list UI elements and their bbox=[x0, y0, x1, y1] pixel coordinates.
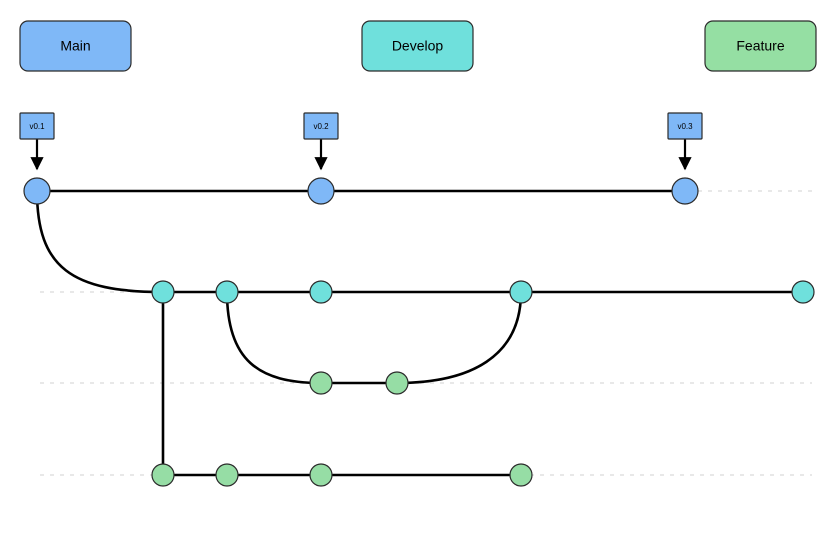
branch-edge-d2-to-f1 bbox=[225, 291, 322, 385]
version-tag-v0.3[interactable]: v0.3 bbox=[667, 112, 703, 171]
commit-node-main-m3[interactable] bbox=[671, 177, 699, 205]
commit-node-feature-b-g1[interactable] bbox=[151, 463, 175, 487]
commit-node-feature-b-g4[interactable] bbox=[509, 463, 533, 487]
tag-box-v0.2[interactable] bbox=[303, 112, 339, 140]
branch-edge-m1-to-d1 bbox=[35, 190, 164, 294]
legend-box-develop[interactable] bbox=[361, 20, 474, 72]
commit-node-develop-d3[interactable] bbox=[309, 280, 333, 304]
commit-node-main-m2[interactable] bbox=[307, 177, 335, 205]
tag-label-v0.1: v0.1 bbox=[29, 122, 45, 131]
version-tag-v0.1[interactable]: v0.1 bbox=[19, 112, 55, 171]
version-tag-group: v0.1 v0.2 v0.3 bbox=[19, 112, 703, 171]
legend-box-feature[interactable] bbox=[704, 20, 817, 72]
tag-box-v0.1[interactable] bbox=[19, 112, 55, 140]
tag-label-v0.3: v0.3 bbox=[677, 122, 693, 131]
lane-guide-group bbox=[40, 190, 812, 476]
commit-node-feature-b-g2[interactable] bbox=[215, 463, 239, 487]
legend-group: Main Develop Feature bbox=[19, 20, 817, 72]
legend-item-feature[interactable]: Feature bbox=[704, 20, 817, 72]
tag-box-v0.3[interactable] bbox=[667, 112, 703, 140]
legend-label-main: Main bbox=[60, 38, 90, 54]
version-tag-v0.2[interactable]: v0.2 bbox=[303, 112, 339, 171]
branch-edge-f2-to-d4 bbox=[396, 291, 523, 385]
commit-node-group bbox=[23, 177, 815, 487]
commit-node-develop-d2[interactable] bbox=[215, 280, 239, 304]
commit-node-develop-d4[interactable] bbox=[509, 280, 533, 304]
commit-node-feature-b-g3[interactable] bbox=[309, 463, 333, 487]
commit-node-feature-a-f2[interactable] bbox=[385, 371, 409, 395]
legend-item-develop[interactable]: Develop bbox=[361, 20, 474, 72]
legend-label-feature: Feature bbox=[736, 38, 784, 54]
legend-box-main[interactable] bbox=[19, 20, 132, 72]
commit-node-main-m1[interactable] bbox=[23, 177, 51, 205]
tag-label-v0.2: v0.2 bbox=[313, 122, 329, 131]
legend-label-develop: Develop bbox=[392, 38, 444, 54]
commit-node-develop-d1[interactable] bbox=[151, 280, 175, 304]
legend-item-main[interactable]: Main bbox=[19, 20, 132, 72]
commit-node-develop-d5[interactable] bbox=[791, 280, 815, 304]
branch-edge-group bbox=[35, 189, 803, 477]
commit-node-feature-a-f1[interactable] bbox=[309, 371, 333, 395]
